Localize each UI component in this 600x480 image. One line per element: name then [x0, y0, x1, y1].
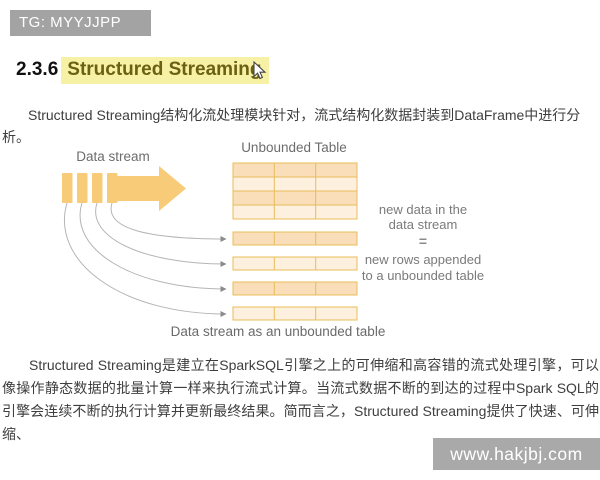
mouse-cursor-icon: [253, 61, 267, 80]
appended-row-2: [232, 256, 358, 271]
watermark-overlay: www.hakjbj.com: [433, 438, 600, 470]
appended-row-1: [232, 231, 358, 246]
data-stream-label: Data stream: [76, 149, 150, 164]
body-paragraph: Structured Streaming是建立在SparkSQL引擎之上的可伸缩…: [2, 357, 599, 442]
annotation-equals: =: [419, 233, 427, 249]
annotation-new-data-line1: new data in the: [379, 202, 467, 217]
diagram-caption: Data stream as an unbounded table: [171, 324, 386, 339]
annotation-new-rows-line1: new rows appended: [365, 252, 481, 267]
watermark-text: www.hakjbj.com: [450, 444, 583, 464]
section-heading: 2.3.6 Structured Streaming: [16, 56, 269, 84]
unbounded-table: [232, 162, 358, 220]
tag-overlay: TG: MYYJJPP: [10, 10, 151, 36]
stream-to-row-curves: [64, 202, 227, 317]
annotation-new-data-line2: data stream: [389, 217, 458, 232]
stream-arrow-icon: [117, 166, 186, 211]
appended-row-3: [232, 281, 358, 296]
section-number: 2.3.6: [16, 59, 59, 80]
data-stream-bars-icon: [62, 173, 118, 203]
intro-paragraph: Structured Streaming结构化流处理模块针对，流式结构化数据封装…: [2, 107, 581, 145]
tag-text: TG: MYYJJPP: [19, 14, 122, 31]
structured-streaming-diagram: Data stream Unbounded Table: [62, 140, 484, 339]
unbounded-table-label: Unbounded Table: [241, 140, 347, 155]
annotation-new-rows-line2: to a unbounded table: [362, 268, 484, 283]
section-title-highlighted: Structured Streaming: [61, 56, 269, 84]
appended-row-4: [232, 306, 358, 321]
